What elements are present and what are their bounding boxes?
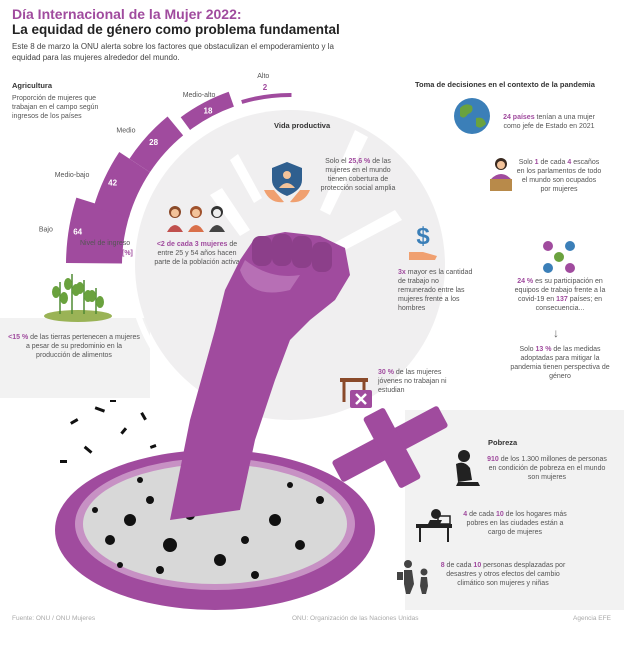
agriculture-description: Proporción de mujeres que trabajan en el…	[12, 95, 99, 120]
agri-bar-medio-bajo	[93, 151, 150, 218]
income-axis-label: Nivel de ingreso	[80, 240, 131, 247]
intro-text: Este 8 de marzo la ONU alerta sobre los …	[12, 42, 334, 62]
decisions-title: Toma de decisiones en el contexto de la …	[415, 80, 595, 89]
agri-value-label: 64	[73, 227, 82, 236]
agri-bar-bajo	[66, 197, 130, 264]
agri-category-label: Medio	[116, 128, 135, 135]
page-subtitle: La equidad de género como problema funda…	[12, 22, 340, 37]
productive-life-title: Vida productiva	[274, 121, 331, 130]
gender-measures-text: Solo 13 % de las medidas adoptadas para …	[510, 346, 610, 380]
school-desk-icon	[340, 378, 372, 408]
poverty-panel-bg	[405, 410, 624, 610]
source-footer: Fuente: ONU / ONU Mujeres	[12, 615, 96, 622]
agriculture-title: Agricultura	[12, 81, 53, 90]
woman-working-desk-icon	[416, 509, 452, 542]
left-panel-bg	[0, 318, 150, 398]
unpaid-work-text: 3x mayor es la cantidad de trabajo no re…	[398, 269, 473, 312]
agri-value-label: 18	[204, 107, 213, 116]
social-protection-text: Solo el 25,6 % de las mujeres en el mund…	[320, 158, 396, 192]
women-group-icon	[167, 206, 225, 232]
agri-value-label: 28	[149, 138, 158, 147]
parliament-speaker-icon	[490, 158, 512, 191]
svg-text:$: $	[416, 223, 430, 250]
poor-women-text: 910 de los 1.300 millones de personas en…	[487, 456, 607, 481]
agri-value-label: 42	[108, 178, 117, 187]
globe-icon	[454, 98, 490, 134]
land-ownership-text: <15 % de las tierras pertenecen a mujere…	[8, 334, 140, 359]
woman-sitting-icon	[456, 450, 480, 486]
agri-category-label: Bajo	[39, 226, 53, 233]
displaced-people-text: 8 de cada 10 personas desplazadas por de…	[440, 562, 566, 587]
agri-bar-medio	[129, 116, 184, 173]
page-title: Día Internacional de la Mujer 2022:	[12, 6, 242, 22]
displaced-family-icon	[397, 560, 428, 594]
agri-category-label: Medio-bajo	[55, 172, 90, 179]
parliament-seats-text: Solo 1 de cada 4 escaños en los parlamen…	[516, 159, 602, 193]
percent-unit: [%]	[122, 250, 133, 257]
agri-value-label: 2	[263, 83, 268, 92]
dollar-hand-icon: $	[409, 223, 437, 260]
agri-bar-medio-alto	[180, 91, 234, 130]
agri-bar-alto	[241, 93, 292, 104]
covid-teams-text: 24 % es su participación en equipos de t…	[514, 278, 606, 312]
virus-team-icon	[543, 241, 575, 273]
young-women-text: 30 % de las mujeres jóvenes no trabajan …	[378, 369, 447, 394]
heads-of-state-text: 24 países tenían a una mujer como jefe d…	[503, 114, 595, 130]
social-protection-icon	[264, 162, 310, 203]
down-arrow-icon: ↓	[553, 326, 559, 340]
agency-footer: Agencia EFE	[573, 615, 611, 622]
active-population-text: <2 de cada 3 mujeres de entre 25 y 54 añ…	[154, 241, 240, 266]
poverty-title: Pobreza	[488, 438, 518, 447]
poor-homes-text: 4 de cada 10 de los hogares más pobres e…	[463, 511, 567, 536]
org-footer: ONU: Organización de las Naciones Unidas	[292, 615, 419, 622]
agri-category-label: Alto	[257, 73, 269, 80]
sprout-icon	[44, 274, 112, 322]
agri-category-label: Medio-alto	[183, 92, 216, 99]
